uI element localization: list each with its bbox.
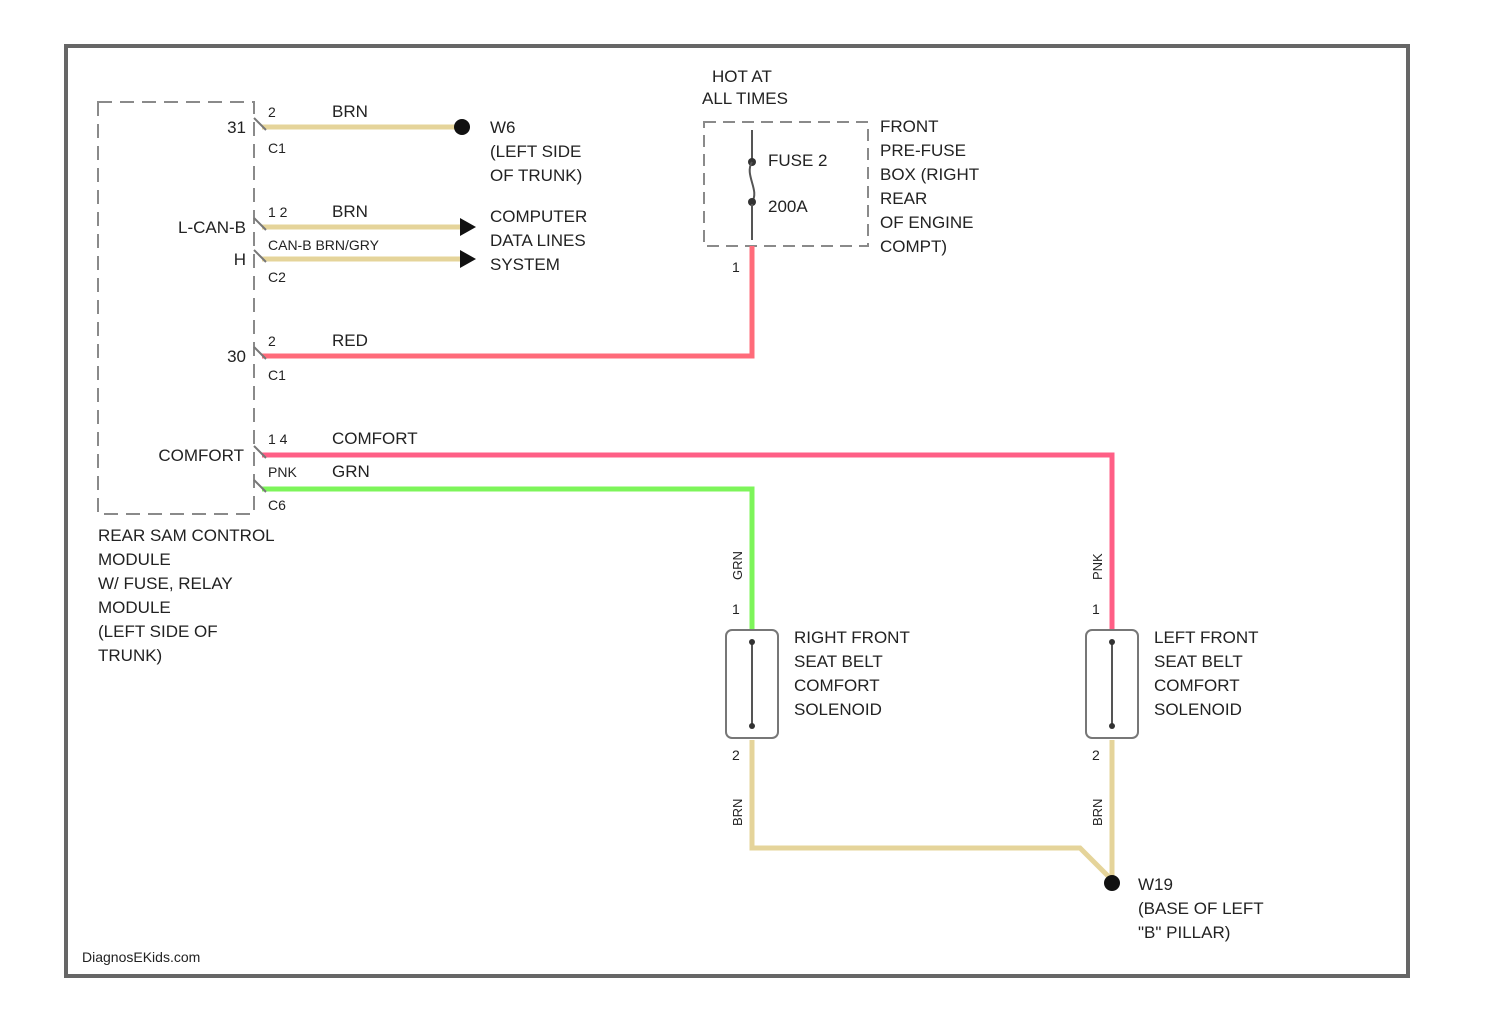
hot-label-line2: ALL TIMES — [702, 89, 788, 108]
hot-label-line1: HOT AT — [712, 67, 772, 86]
module-label-5: (LEFT SIDE OF — [98, 622, 218, 641]
data-lines-2: DATA LINES — [490, 231, 586, 250]
fuse-box-label-1: FRONT — [880, 117, 939, 136]
module-label-2: MODULE — [98, 550, 171, 569]
right-solenoid-symbol — [726, 630, 778, 738]
fuse-pin: 1 — [732, 259, 740, 275]
data-lines-3: SYSTEM — [490, 255, 560, 274]
comfort-wire-conn: C6 — [268, 497, 286, 513]
data-lines-1: COMPUTER — [490, 207, 587, 226]
can-wire-second: CAN-B BRN/GRY — [268, 237, 380, 253]
wire-solenoid-ground-brn — [752, 740, 1112, 880]
fuse-name: FUSE 2 — [768, 151, 828, 170]
fuse-box-label-6: COMPT) — [880, 237, 947, 256]
left-solenoid-symbol — [1086, 630, 1138, 738]
fuse-box-label-5: OF ENGINE — [880, 213, 974, 232]
module-pin-battery: 30 — [227, 347, 246, 366]
battery-wire-conn: C1 — [268, 367, 286, 383]
can-wire-conn: C2 — [268, 269, 286, 285]
ground-point-w19 — [1104, 875, 1120, 891]
ground-wire-color: BRN — [332, 102, 368, 121]
module-pin-comfort: COMFORT — [158, 446, 244, 465]
ground-w19-desc-2: "B" PILLAR) — [1138, 923, 1230, 942]
comfort-wire-label: COMFORT — [332, 429, 418, 448]
right-top-wire-color: GRN — [730, 551, 745, 580]
watermark: DiagnosEKids.com — [82, 949, 200, 965]
module-label-4: MODULE — [98, 598, 171, 617]
can-wire-color: BRN — [332, 202, 368, 221]
module-label-6: TRUNK) — [98, 646, 162, 665]
comfort-wire-pnk: PNK — [268, 464, 297, 480]
comfort-wire-grn: GRN — [332, 462, 370, 481]
right-solenoid-label-3: COMFORT — [794, 676, 880, 695]
fuse-box — [704, 122, 868, 246]
wire-comfort-grn — [262, 489, 752, 630]
ground-w6-desc-1: (LEFT SIDE — [490, 142, 581, 161]
module-label-3: W/ FUSE, RELAY — [98, 574, 233, 593]
comfort-wire-pin: 1 4 — [268, 431, 288, 447]
battery-wire-color: RED — [332, 331, 368, 350]
battery-wire-pin: 2 — [268, 333, 276, 349]
fuse-symbol — [748, 130, 756, 240]
left-top-wire-color: PNK — [1090, 553, 1105, 580]
left-solenoid-label-1: LEFT FRONT — [1154, 628, 1259, 647]
fuse-box-label-3: BOX (RIGHT — [880, 165, 979, 184]
module-pin-hcan: H — [234, 250, 246, 269]
right-solenoid-pin-top: 1 — [732, 601, 740, 617]
wire-can-l — [262, 218, 476, 236]
fuse-rating: 200A — [768, 197, 808, 216]
right-bottom-wire-color: BRN — [730, 799, 745, 826]
right-solenoid-label-4: SOLENOID — [794, 700, 882, 719]
ground-wire-pin: 2 — [268, 104, 276, 120]
ground-w19-id: W19 — [1138, 875, 1173, 894]
module-pin-lcan: L-CAN-B — [178, 218, 246, 237]
connector-ticks — [254, 118, 266, 492]
ground-w19-desc-1: (BASE OF LEFT — [1138, 899, 1264, 918]
module-pin-ground: 31 — [227, 118, 246, 137]
right-solenoid-label-1: RIGHT FRONT — [794, 628, 910, 647]
left-solenoid-pin-bottom: 2 — [1092, 747, 1100, 763]
wire-ground-brn — [262, 119, 470, 135]
left-solenoid-label-3: COMFORT — [1154, 676, 1240, 695]
left-solenoid-pin-top: 1 — [1092, 601, 1100, 617]
can-wire-pin: 1 2 — [268, 204, 288, 220]
left-bottom-wire-color: BRN — [1090, 799, 1105, 826]
left-solenoid-label-4: SOLENOID — [1154, 700, 1242, 719]
wire-comfort-pnk — [262, 455, 1112, 630]
fuse-box-label-2: PRE-FUSE — [880, 141, 966, 160]
fuse-box-label-4: REAR — [880, 189, 927, 208]
right-solenoid-label-2: SEAT BELT — [794, 652, 883, 671]
ground-w6-desc-2: OF TRUNK) — [490, 166, 582, 185]
right-solenoid-pin-bottom: 2 — [732, 747, 740, 763]
module-label-1: REAR SAM CONTROL — [98, 526, 275, 545]
ground-wire-conn: C1 — [268, 140, 286, 156]
ground-w6-id: W6 — [490, 118, 516, 137]
left-solenoid-label-2: SEAT BELT — [1154, 652, 1243, 671]
